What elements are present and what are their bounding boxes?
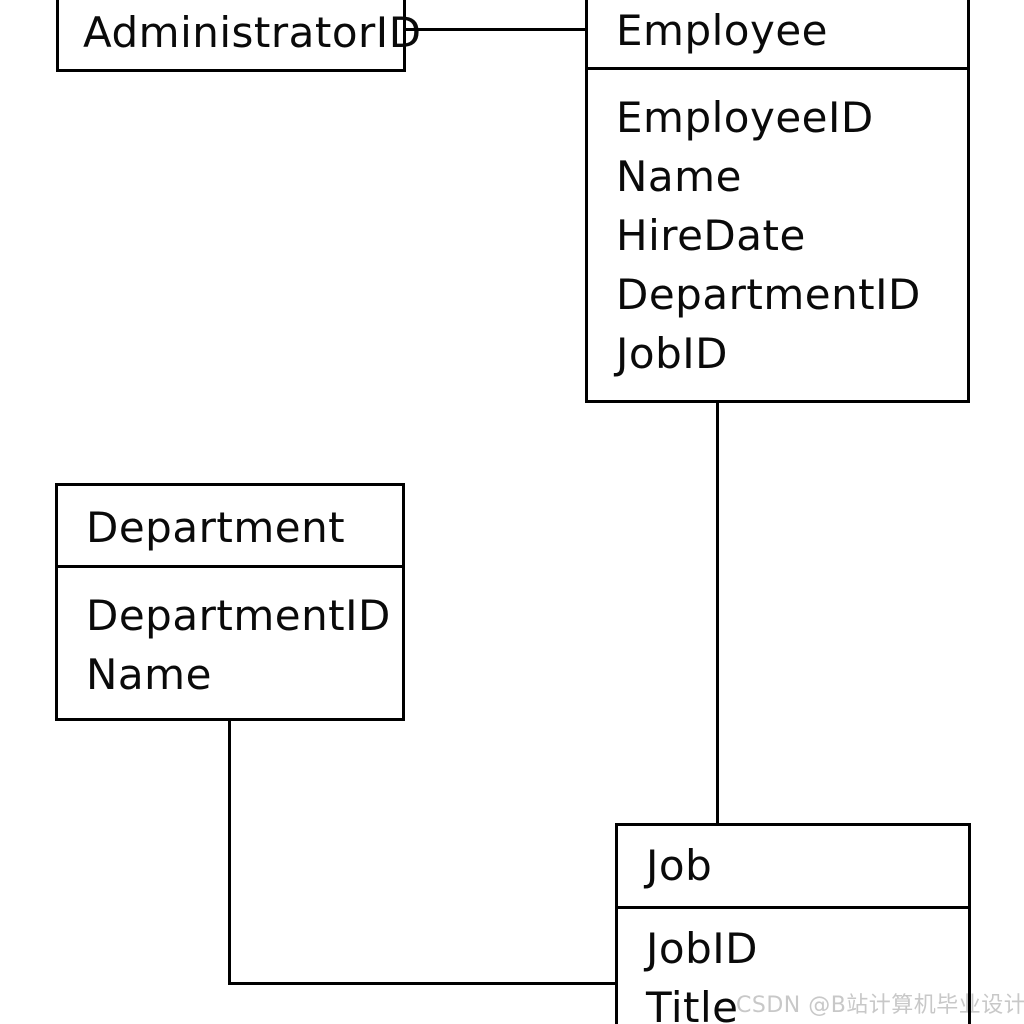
entity-field: DepartmentID bbox=[616, 270, 921, 319]
entity-field: JobID bbox=[616, 329, 728, 378]
csdn-watermark: CSDN @B站计算机毕业设计大学 bbox=[736, 993, 1024, 1018]
entity-field: Name bbox=[86, 650, 212, 699]
entity-fields: EmployeeID Name HireDate DepartmentID Jo… bbox=[588, 70, 967, 383]
entity-field: JobID bbox=[646, 924, 758, 973]
entity-title: AdministratorID bbox=[83, 8, 422, 57]
entity-field: EmployeeID bbox=[616, 93, 874, 142]
connector-employee-job bbox=[716, 403, 719, 823]
entity-title: Department bbox=[58, 486, 402, 568]
entity-job: Job JobID Title bbox=[615, 823, 971, 1024]
connector-department-job-horizontal-segment bbox=[228, 982, 618, 985]
entity-title: Job bbox=[618, 826, 968, 909]
entity-field: HireDate bbox=[616, 211, 806, 260]
connector-administratorid-employee bbox=[406, 28, 585, 31]
entity-fields: DepartmentID Name bbox=[58, 568, 402, 704]
entity-field: DepartmentID bbox=[86, 591, 391, 640]
connector-department-job-vertical-segment bbox=[228, 721, 231, 985]
entity-field: Title bbox=[646, 983, 739, 1024]
entity-employee: Employee EmployeeID Name HireDate Depart… bbox=[585, 0, 970, 403]
entity-fields: JobID Title bbox=[618, 909, 968, 1024]
entity-title: Employee bbox=[588, 0, 967, 70]
entity-field: Name bbox=[616, 152, 742, 201]
entity-administratorid: AdministratorID bbox=[56, 0, 422, 72]
entity-department: Department DepartmentID Name bbox=[55, 483, 405, 721]
